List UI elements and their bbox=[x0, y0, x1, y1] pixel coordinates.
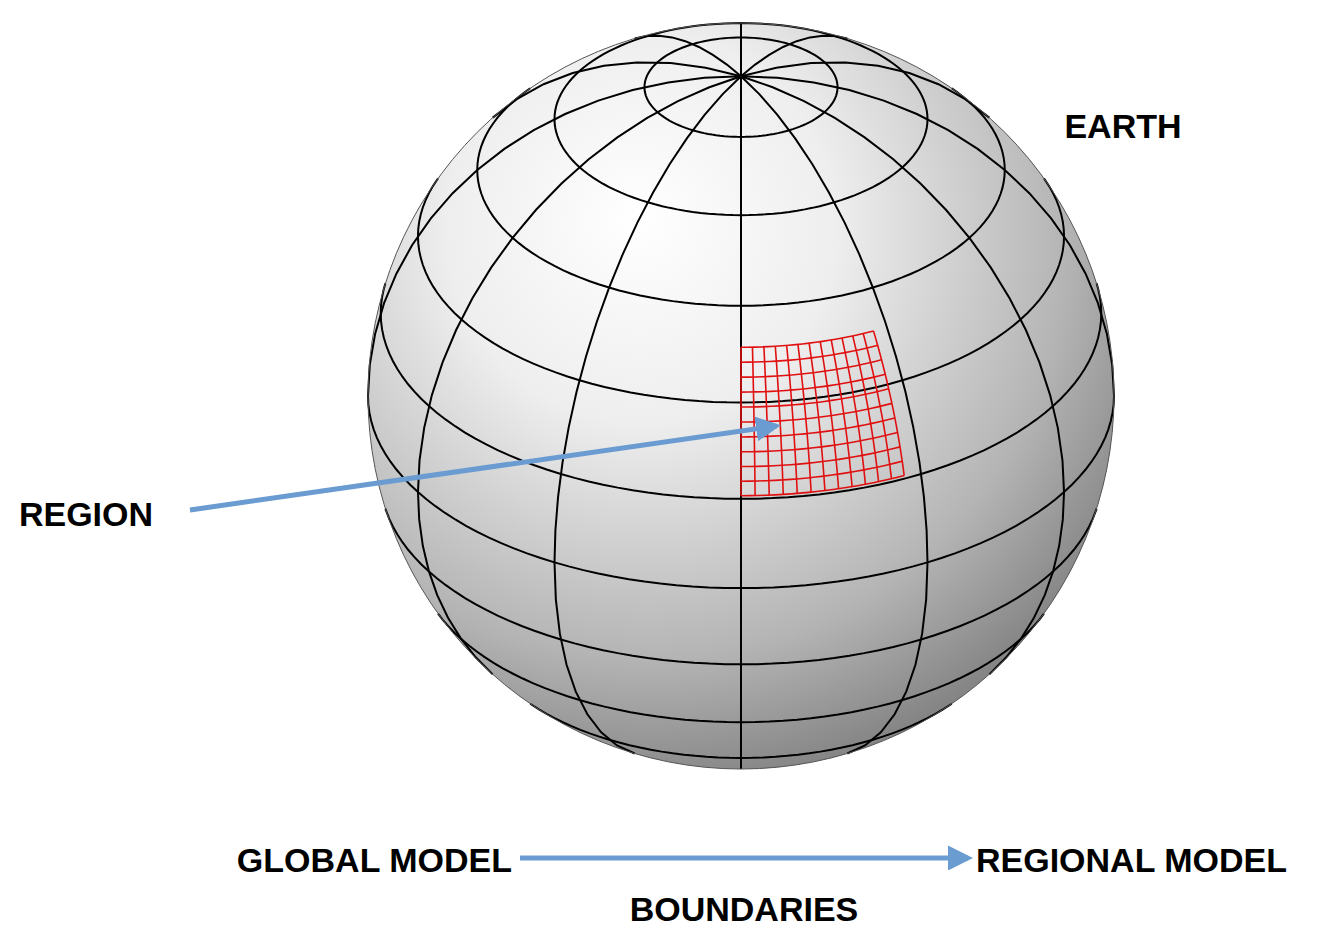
region-grid-line bbox=[741, 447, 900, 467]
earth-label: EARTH bbox=[1064, 108, 1181, 145]
edge-label: BOUNDARIES bbox=[626, 891, 863, 927]
region-grid-line bbox=[874, 331, 905, 476]
graticule-lines bbox=[368, 23, 1114, 769]
model-label: REGIONAL MODEL bbox=[976, 842, 1287, 879]
region-grid-line bbox=[741, 345, 878, 362]
graticule-line bbox=[477, 88, 1005, 305]
graticule-line bbox=[530, 704, 952, 758]
region-grid-line bbox=[741, 461, 902, 481]
region-leader-arrow bbox=[190, 426, 776, 510]
graticule-line bbox=[740, 23, 742, 76]
regional-model-node: REGIONAL MODEL bbox=[972, 840, 1291, 881]
graticule-line bbox=[385, 509, 1096, 665]
graticule-line bbox=[741, 62, 989, 117]
graticule-line bbox=[438, 614, 1044, 723]
graticule-line bbox=[555, 23, 928, 215]
global-model-node: GLOBAL MODEL bbox=[233, 840, 516, 881]
region-label: REGION bbox=[19, 496, 153, 533]
region-grid-line bbox=[863, 334, 891, 479]
model-label: GLOBAL MODEL bbox=[237, 842, 512, 879]
graticule-line bbox=[644, 37, 837, 136]
graticule-line bbox=[555, 76, 742, 753]
region-grid-line bbox=[741, 432, 898, 451]
region-grid-line bbox=[741, 331, 874, 347]
region-grid bbox=[741, 331, 904, 496]
boundary-arrow bbox=[520, 855, 968, 860]
globe-outline bbox=[368, 23, 1114, 769]
graticule-line bbox=[741, 76, 928, 753]
globe-sphere bbox=[368, 23, 1114, 769]
region-grid-line bbox=[741, 476, 904, 496]
